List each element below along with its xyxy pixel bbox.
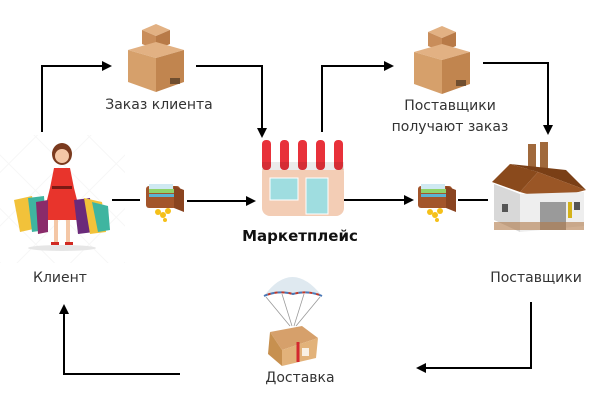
- arrow-delivery-to-client: [59, 304, 180, 375]
- node-label-suppliers: Поставщики: [490, 270, 582, 286]
- wallet-coins-icon: [418, 184, 456, 222]
- arrow-suppliers-to-delivery: [416, 302, 532, 373]
- node-label-client-order: Заказ клиента: [105, 97, 213, 113]
- shopper-woman-icon: [14, 143, 110, 251]
- node-label-delivery: Доставка: [265, 370, 335, 386]
- arrow-order-to-marketplace: [196, 65, 267, 138]
- arrow-marketplace-to-supplier-order: [321, 61, 394, 132]
- parachute-box-icon: [263, 277, 323, 366]
- factory-icon: [492, 142, 586, 232]
- node-label-client: Клиент: [33, 270, 87, 286]
- storefront-icon: [262, 140, 344, 216]
- node-label-marketplace: Маркетплейс: [242, 227, 358, 245]
- box-stack-icon: [414, 26, 470, 94]
- wallet-coins-icon: [146, 184, 184, 222]
- node-label-suppliers-get-order-line1: Поставщики: [404, 98, 496, 114]
- box-stack-icon: [128, 24, 184, 92]
- arrow-supplier-order-to-suppliers: [483, 62, 553, 135]
- arrow-client-to-order: [41, 61, 112, 132]
- node-label-suppliers-get-order-line2: получают заказ: [391, 119, 509, 135]
